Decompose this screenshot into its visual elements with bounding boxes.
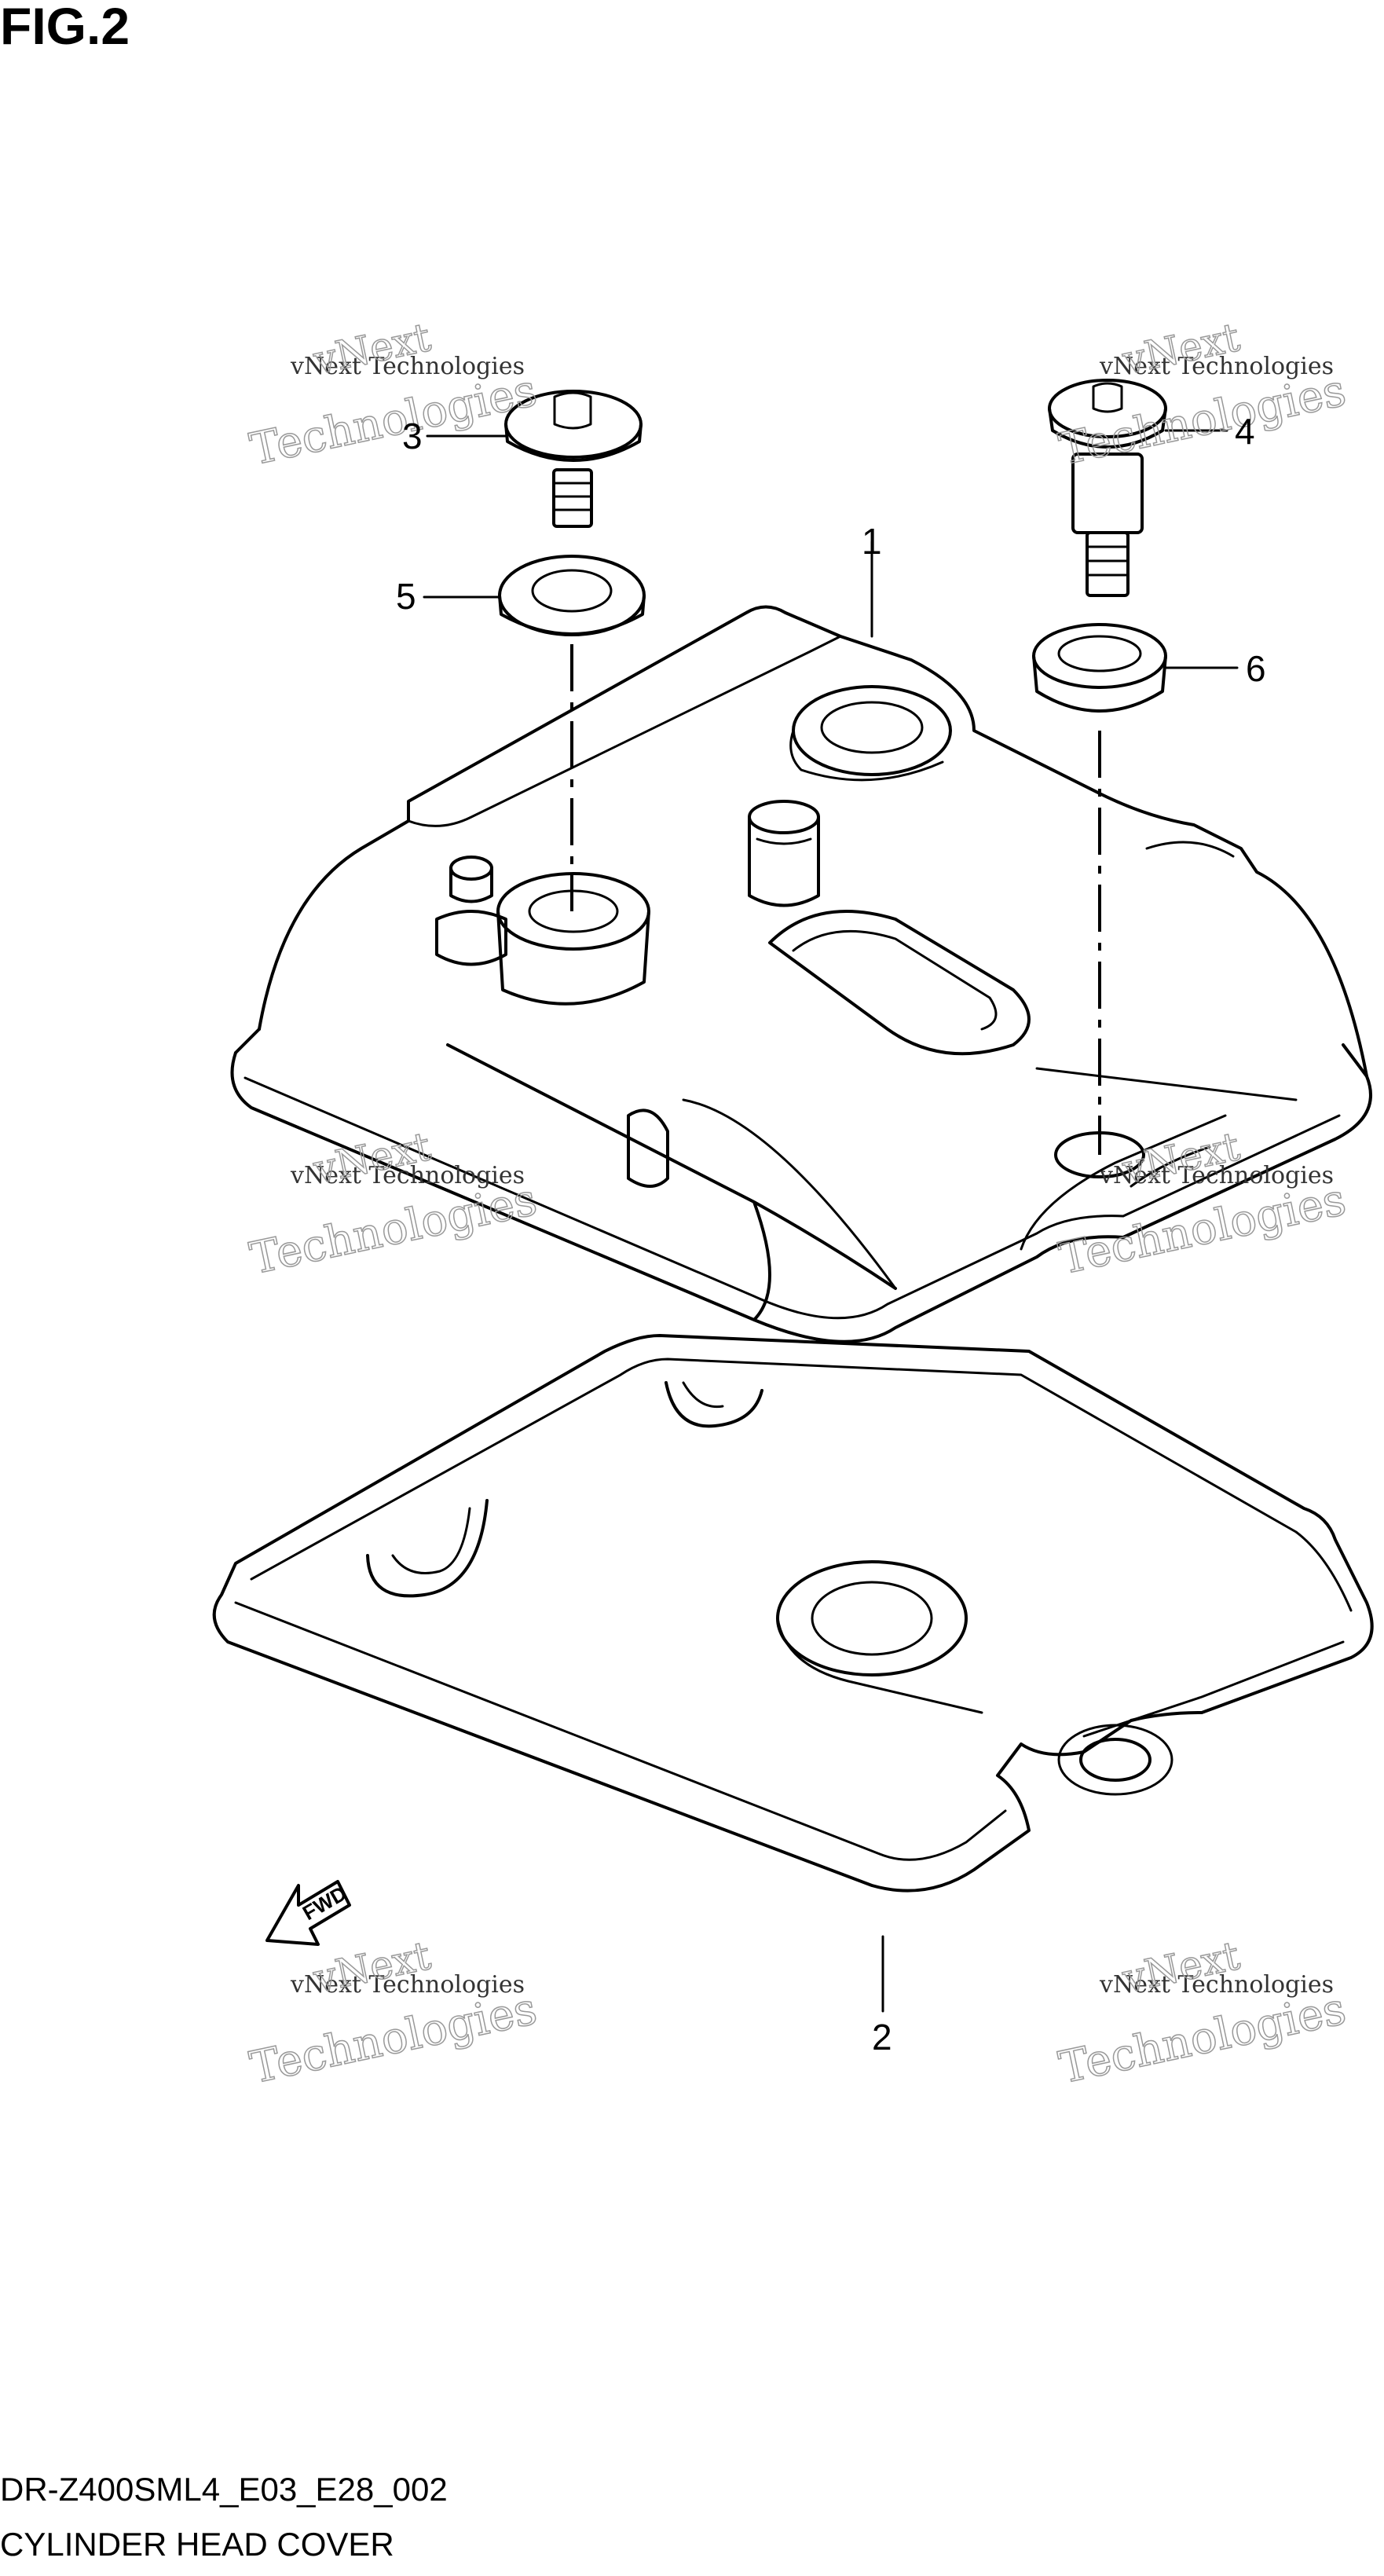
- callout-5[interactable]: 5: [396, 576, 416, 617]
- part-6-grommet[interactable]: [1032, 623, 1167, 713]
- callout-1[interactable]: 1: [862, 521, 882, 562]
- part-2-gasket[interactable]: [212, 1334, 1374, 1893]
- part-3-bolt[interactable]: [504, 390, 643, 528]
- fwd-direction-arrow: FWD: [265, 1880, 351, 1946]
- watermark-bottom-left: vNext Technologies vNext Technologies: [245, 1932, 542, 2094]
- svg-text:vNext Technologies: vNext Technologies: [290, 1162, 525, 1189]
- watermark-top-left: vNext Technologies vNext Technologies: [245, 313, 542, 476]
- part-1-cylinder-head-cover[interactable]: [230, 605, 1372, 1343]
- watermark-mid-left: vNext Technologies vNext Technologies: [245, 1123, 542, 1285]
- svg-text:vNext Technologies: vNext Technologies: [290, 1971, 525, 1999]
- watermark-bottom-right: vNext Technologies vNext Technologies: [1054, 1932, 1351, 2094]
- callout-6[interactable]: 6: [1246, 648, 1266, 689]
- figure-title: FIG.2: [0, 0, 130, 55]
- svg-text:Technologies: Technologies: [246, 1174, 541, 1285]
- svg-text:vNext Technologies: vNext Technologies: [290, 353, 525, 380]
- svg-text:Technologies: Technologies: [246, 1984, 541, 2094]
- callout-2[interactable]: 2: [872, 2017, 892, 2058]
- figure-code: DR-Z400SML4_E03_E28_002: [0, 2471, 448, 2508]
- figure-name: CYLINDER HEAD COVER: [0, 2526, 394, 2563]
- callout-4[interactable]: 4: [1235, 411, 1255, 452]
- part-4-bolt[interactable]: [1048, 379, 1167, 597]
- svg-text:vNext Technologies: vNext Technologies: [1099, 1162, 1334, 1189]
- callout-3[interactable]: 3: [402, 416, 423, 456]
- svg-text:vNext Technologies: vNext Technologies: [1099, 353, 1334, 380]
- watermark-top-right: vNext Technologies vNext Technologies: [1054, 313, 1351, 476]
- part-5-washer[interactable]: [498, 555, 646, 636]
- svg-text:Technologies: Technologies: [1055, 1174, 1350, 1285]
- watermark-mid-right: vNext Technologies vNext Technologies: [1054, 1123, 1351, 1285]
- svg-text:vNext Technologies: vNext Technologies: [1099, 1971, 1334, 1999]
- svg-text:Technologies: Technologies: [246, 365, 541, 476]
- svg-text:Technologies: Technologies: [1055, 1984, 1350, 2094]
